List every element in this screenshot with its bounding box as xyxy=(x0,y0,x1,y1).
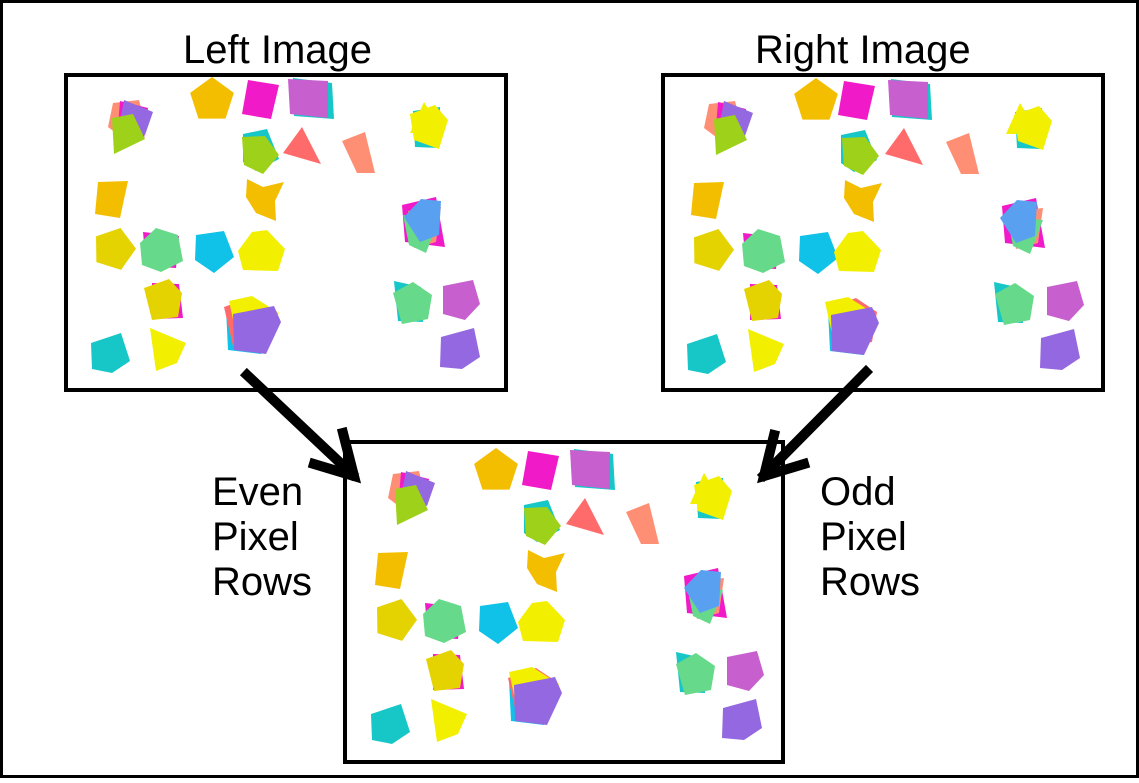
blue-polygon-cluster xyxy=(404,199,441,242)
peach-quad xyxy=(626,503,659,544)
even-label-line-1: Even xyxy=(212,470,304,514)
orange-polygon-cluster xyxy=(714,115,747,155)
yellow-quad xyxy=(431,699,467,742)
purple-pentagon xyxy=(440,328,480,369)
olive-polygon-cluster xyxy=(744,280,782,321)
peach-quad xyxy=(342,132,375,173)
green-teal-cluster xyxy=(842,137,879,175)
magenta-square xyxy=(522,451,559,490)
cyan-pentagon xyxy=(479,602,518,644)
orchid-square xyxy=(288,79,328,118)
purple-polygon-cluster xyxy=(514,677,562,725)
mint-polygon-cluster xyxy=(423,599,466,643)
yellow-polygon-cluster xyxy=(690,473,723,504)
yellow-polygon-cluster xyxy=(1006,103,1039,134)
purple-pentagon xyxy=(1040,329,1080,370)
green-teal-cluster xyxy=(524,507,561,545)
teal-pentagon xyxy=(371,704,410,744)
orchid-square xyxy=(888,80,928,119)
yellow-quad xyxy=(150,328,186,371)
yellow-pentagon xyxy=(238,230,285,271)
gold-quad xyxy=(95,181,128,218)
orchid-square xyxy=(570,450,610,489)
yellow-pentagon xyxy=(518,601,565,642)
right-arrow xyxy=(756,364,874,484)
left-image-panel xyxy=(64,73,508,392)
magenta-square xyxy=(838,81,875,120)
odd-pixel-rows-label: Odd Pixel Rows xyxy=(820,470,920,605)
salmon-triangle xyxy=(283,127,321,164)
olive-pentagon xyxy=(694,228,734,271)
orchid-pentagon xyxy=(443,280,480,320)
orange-polygon-cluster xyxy=(112,114,145,154)
yellow-polygon-cluster xyxy=(410,102,443,133)
odd-label-line-2: Pixel xyxy=(820,515,907,559)
even-label-line-2: Pixel xyxy=(212,515,299,559)
right-image-title: Right Image xyxy=(755,28,971,72)
mint-teal-cluster xyxy=(995,283,1034,325)
left-arrow xyxy=(239,367,362,484)
yellow-quad xyxy=(748,329,784,372)
gold-pentagon xyxy=(474,448,518,490)
even-pixel-rows-label: Even Pixel Rows xyxy=(212,470,312,605)
olive-polygon-cluster xyxy=(144,279,182,320)
green-teal-cluster xyxy=(242,136,279,174)
mint-teal-cluster xyxy=(393,282,432,324)
purple-polygon-cluster xyxy=(831,307,879,355)
cyan-pentagon xyxy=(799,232,838,274)
gold-pentagon xyxy=(794,78,838,120)
yellow-pentagon xyxy=(834,231,881,272)
left-image-title: Left Image xyxy=(183,28,373,72)
gold-quad xyxy=(691,182,724,219)
arrows xyxy=(239,364,874,484)
olive-polygon-cluster xyxy=(426,650,464,691)
mint-polygon-cluster xyxy=(140,228,183,272)
blue-polygon-cluster xyxy=(1000,200,1037,243)
gold-star xyxy=(246,179,284,221)
salmon-triangle xyxy=(885,128,923,165)
odd-label-line-1: Odd xyxy=(820,470,896,514)
gold-star xyxy=(527,550,565,592)
even-label-line-3: Rows xyxy=(212,560,313,604)
gold-pentagon xyxy=(190,77,234,119)
orchid-pentagon xyxy=(1047,281,1084,321)
cyan-pentagon xyxy=(195,231,234,273)
blue-polygon-cluster xyxy=(684,570,721,613)
teal-pentagon xyxy=(91,333,130,373)
gold-star xyxy=(844,180,882,222)
magenta-square xyxy=(242,80,279,119)
teal-pentagon xyxy=(687,334,726,374)
odd-label-line-3: Rows xyxy=(820,560,921,604)
peach-quad xyxy=(946,133,979,174)
right-image-panel xyxy=(661,73,1105,392)
purple-polygon-cluster xyxy=(233,306,281,354)
olive-pentagon xyxy=(96,227,136,270)
purple-pentagon xyxy=(722,699,762,740)
mint-teal-cluster xyxy=(676,653,715,695)
orange-polygon-cluster xyxy=(395,485,428,525)
interlaced-image-panel xyxy=(343,440,785,764)
olive-pentagon xyxy=(377,598,417,641)
orchid-pentagon xyxy=(727,651,764,691)
gold-quad xyxy=(375,552,408,589)
mint-polygon-cluster xyxy=(742,229,785,273)
salmon-triangle xyxy=(566,498,604,535)
